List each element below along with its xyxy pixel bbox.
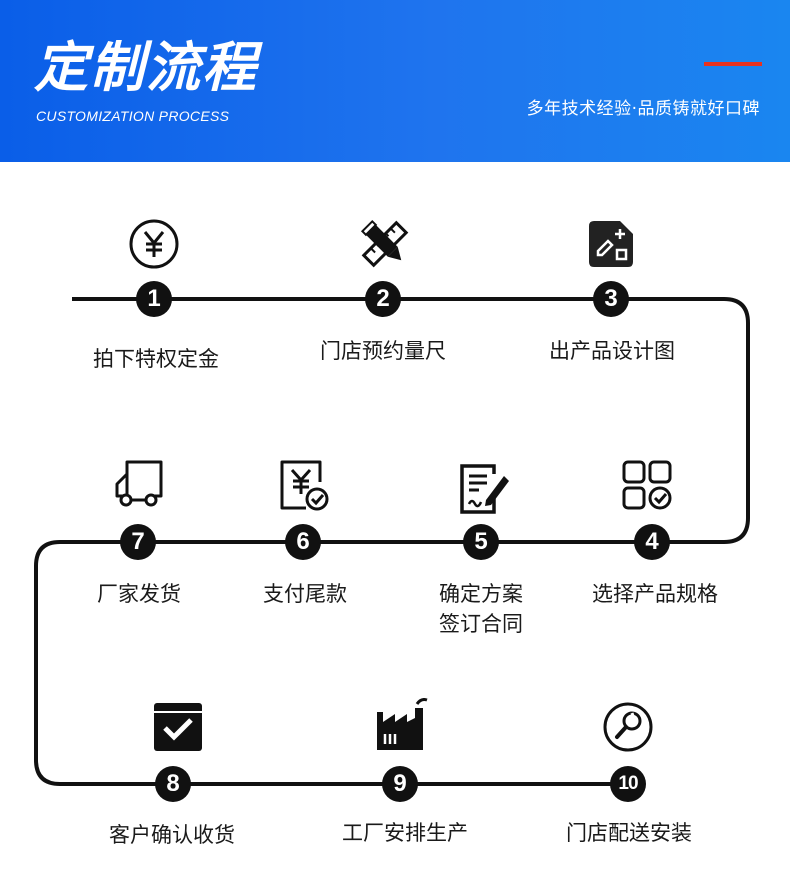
step-badge-7: 7	[120, 524, 156, 560]
step-label-8: 客户确认收货	[109, 823, 235, 847]
grid-check-icon	[620, 458, 674, 512]
wrench-circle-icon	[601, 700, 655, 754]
page-title: 定制流程	[34, 36, 258, 99]
step-label-1: 拍下特权定金	[93, 347, 219, 371]
step-label-5-line1: 确定方案	[439, 582, 523, 606]
pencil-ruler-icon	[358, 217, 412, 271]
yuan-receipt-check-icon	[276, 458, 330, 512]
box-check-icon	[151, 700, 205, 754]
step-badge-5: 5	[463, 524, 499, 560]
factory-icon	[375, 698, 429, 752]
step-badge-2: 2	[365, 281, 401, 317]
step-badge-3: 3	[593, 281, 629, 317]
step-label-4: 选择产品规格	[592, 582, 718, 606]
step-badge-6: 6	[285, 524, 321, 560]
step-label-6: 支付尾款	[263, 582, 347, 606]
yuan-coin-icon	[127, 217, 181, 271]
accent-bar	[704, 62, 762, 66]
delivery-truck-icon	[111, 458, 165, 512]
step-badge-9: 9	[382, 766, 418, 802]
step-label-3: 出产品设计图	[549, 339, 675, 363]
header-banner: 定制流程 CUSTOMIZATION PROCESS 多年技术经验·品质铸就好口…	[0, 0, 790, 162]
step-badge-1: 1	[136, 281, 172, 317]
step-badge-4: 4	[634, 524, 670, 560]
page-subtitle: CUSTOMIZATION PROCESS	[36, 108, 230, 124]
step-label-9: 工厂安排生产	[342, 821, 468, 845]
design-document-icon	[584, 217, 638, 271]
contract-sign-icon	[458, 462, 512, 516]
step-label-10: 门店配送安装	[566, 821, 692, 845]
step-badge-8: 8	[155, 766, 191, 802]
step-label-7: 厂家发货	[97, 582, 181, 606]
step-badge-10: 10	[610, 766, 646, 802]
slogan: 多年技术经验·品质铸就好口碑	[526, 99, 760, 119]
step-label-2: 门店预约量尺	[320, 339, 446, 363]
step-label-5-line2: 签订合同	[439, 612, 523, 636]
step-label-5: 确定方案 签订合同	[381, 579, 581, 639]
